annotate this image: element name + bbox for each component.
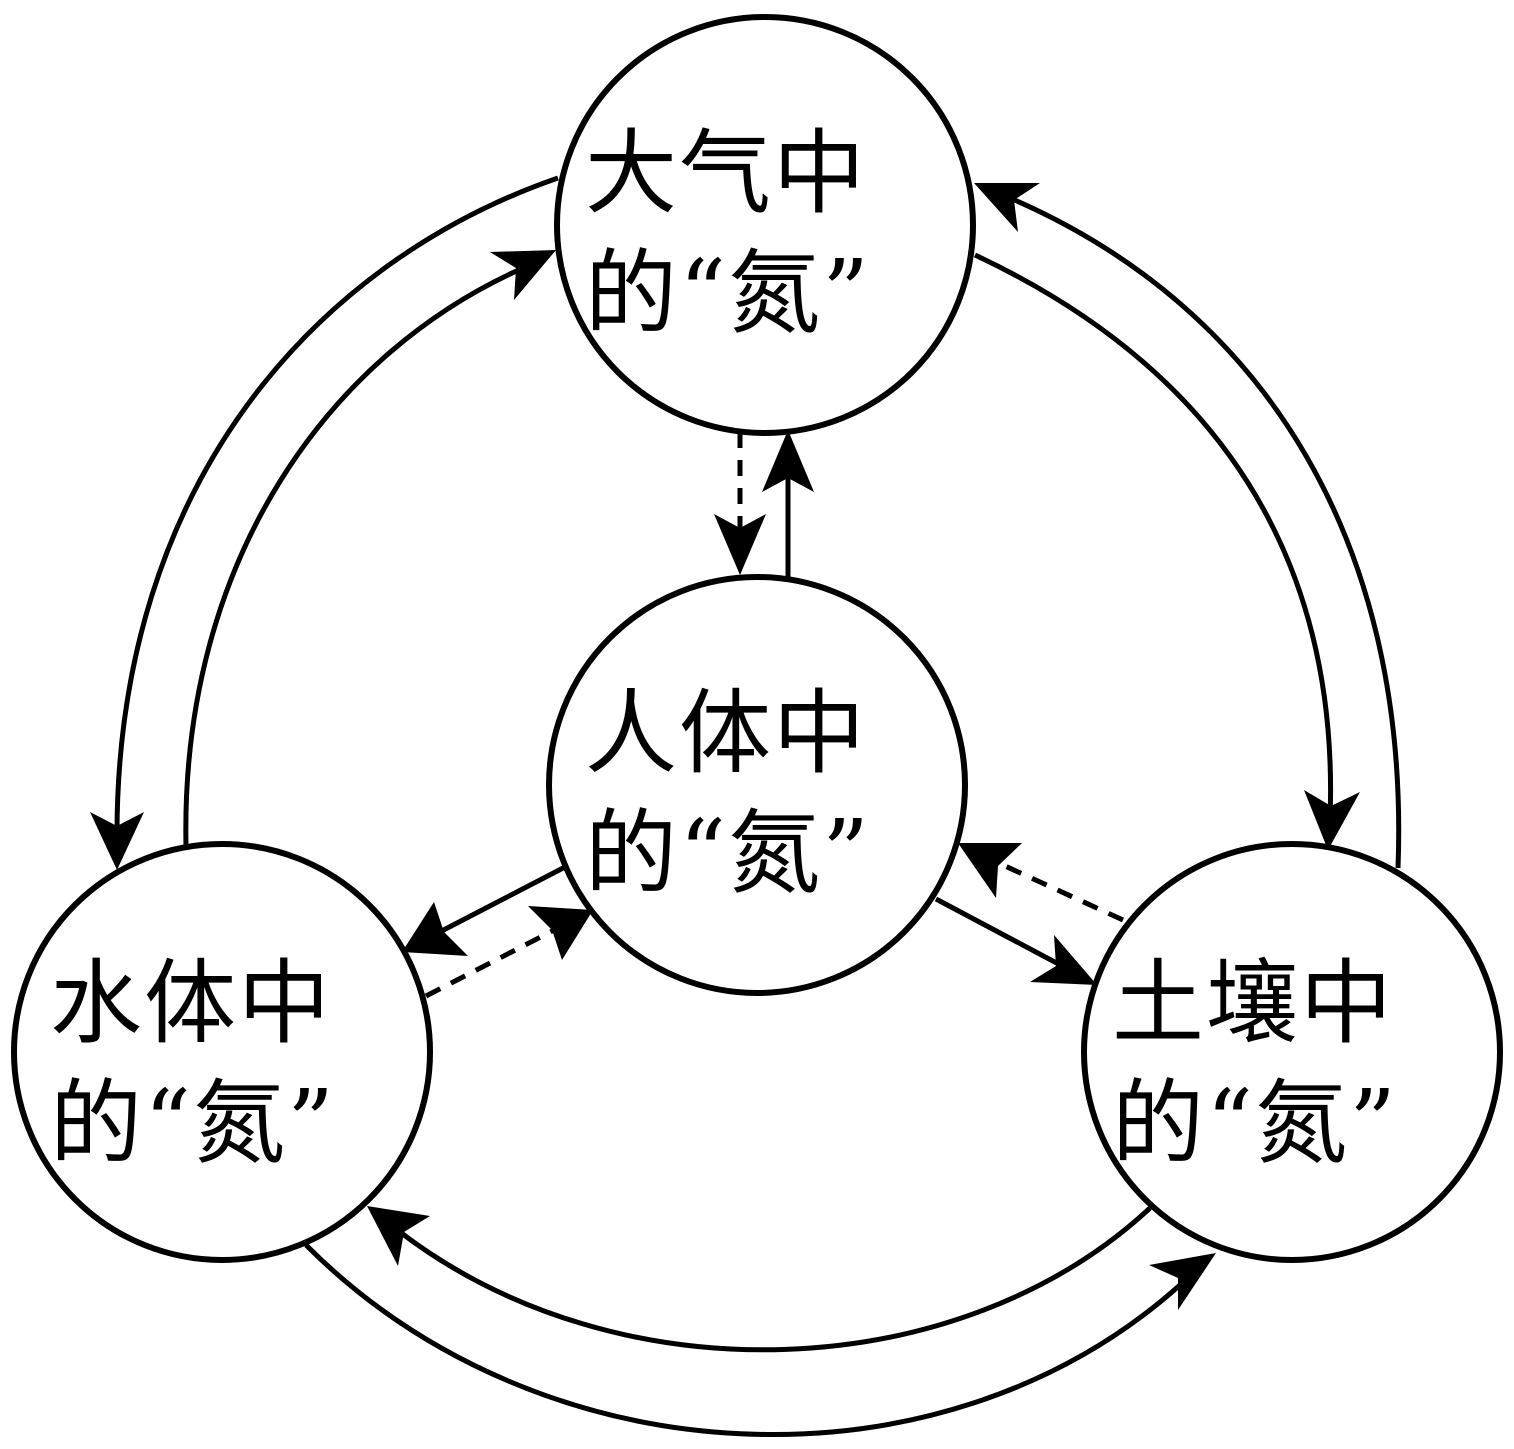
arrowhead-atmosphere-to-soil [1304, 790, 1360, 850]
arrowhead-atmosphere-to-human [714, 514, 766, 575]
node-atmosphere-line2: 的“氮” [585, 240, 871, 347]
edge-soil-to-water [398, 1206, 1152, 1353]
arrowhead-water-to-soil [1149, 1253, 1216, 1310]
node-human-line1: 人体中 [585, 680, 867, 787]
arrowhead-soil-to-atmosphere [974, 183, 1040, 232]
arrowhead-atmosphere-to-water [90, 812, 144, 870]
edge-atmosphere-to-soil [973, 252, 1334, 821]
node-human-line2: 的“氮” [585, 800, 871, 907]
edge-soil-to-atmosphere [1009, 195, 1402, 869]
edge-water-to-atmosphere [183, 262, 531, 847]
arrowhead-soil-to-water [367, 1206, 430, 1266]
edge-human-to-water [430, 864, 567, 939]
arrowhead-water-to-human [528, 906, 593, 960]
arrowhead-water-to-atmosphere [490, 250, 556, 300]
edge-water-to-human [424, 923, 564, 999]
node-atmosphere: 大气中 的“氮” [554, 14, 976, 436]
edge-soil-to-human [990, 857, 1125, 923]
node-water-line2: 的“氮” [50, 1070, 336, 1177]
arrowhead-soil-to-human [958, 843, 1022, 898]
edge-water-to-soil [304, 1243, 1182, 1437]
node-human: 人体中 的“氮” [546, 574, 968, 996]
arrowhead-human-to-soil [1030, 935, 1097, 985]
node-soil: 土壤中 的“氮” [1081, 841, 1503, 1263]
node-atmosphere-line1: 大气中 [585, 120, 867, 227]
arrowhead-human-to-atmosphere [762, 430, 814, 492]
arrowhead-human-to-water [402, 902, 468, 956]
edge-human-to-soil [934, 896, 1068, 971]
node-soil-line2: 的“氮” [1112, 1070, 1398, 1177]
node-water: 水体中 的“氮” [11, 841, 433, 1263]
node-soil-line1: 土壤中 [1112, 950, 1394, 1057]
edge-atmosphere-to-water [114, 175, 559, 841]
node-water-line1: 水体中 [50, 950, 332, 1057]
